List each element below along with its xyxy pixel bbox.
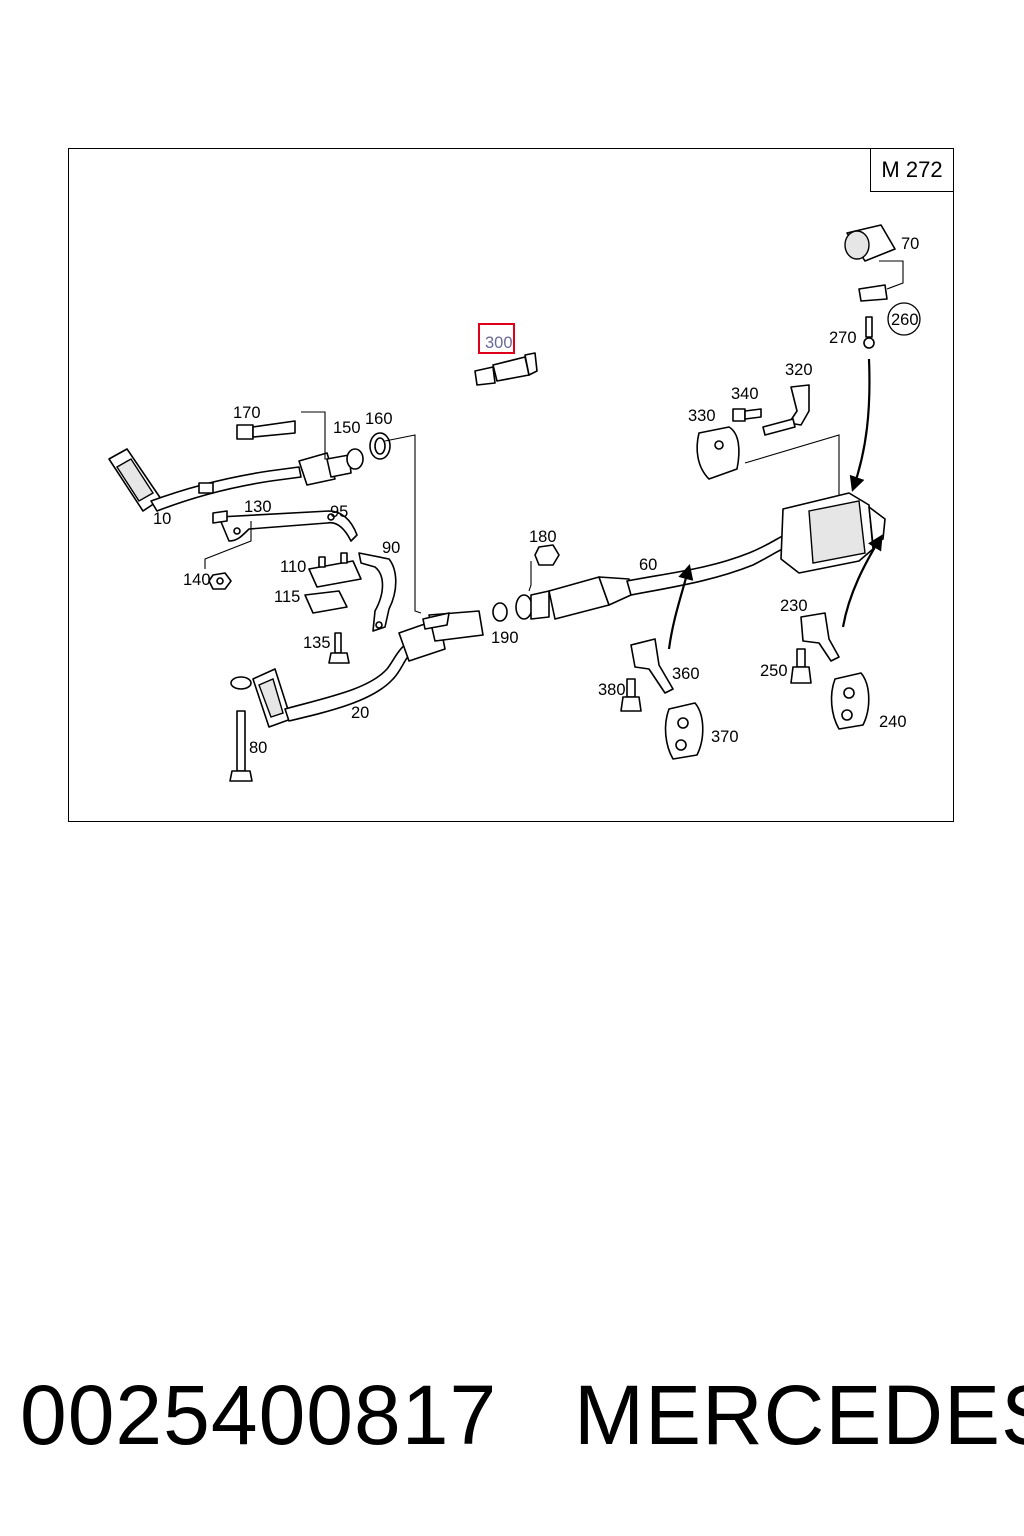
rear-silencer[interactable] <box>780 492 886 574</box>
bolt-250[interactable] <box>790 648 812 684</box>
exhaust-system-drawing: 10 20 60 70 80 90 95 110 115 130 135 140… <box>108 224 921 782</box>
callout-370: 370 <box>711 728 739 746</box>
callout-140: 140 <box>183 571 211 589</box>
bolt-135[interactable] <box>328 632 350 664</box>
callout-60: 60 <box>639 556 657 574</box>
part-number: 0025400817 <box>20 1368 498 1462</box>
callout-95: 95 <box>330 503 348 521</box>
front-pipe-20[interactable] <box>252 610 484 728</box>
callout-160: 160 <box>365 410 393 428</box>
callout-circle-260 <box>887 302 921 336</box>
middle-pipe-60[interactable] <box>515 534 788 620</box>
callout-240: 240 <box>879 713 907 731</box>
bracket-230[interactable] <box>800 612 840 662</box>
hanger-240[interactable] <box>830 672 870 730</box>
callout-300: 300 <box>485 334 513 352</box>
oxygen-sensor-300[interactable] <box>474 352 538 386</box>
callout-150: 150 <box>333 419 361 437</box>
callout-110: 110 <box>280 558 306 576</box>
callout-330: 330 <box>688 407 716 425</box>
hanger-370[interactable] <box>664 702 704 760</box>
callout-320: 320 <box>785 361 813 379</box>
callout-260: 260 <box>891 311 919 329</box>
screw-270[interactable] <box>863 316 875 349</box>
nut-180[interactable] <box>534 544 560 566</box>
callout-90: 90 <box>382 539 400 557</box>
callout-80: 80 <box>249 739 267 757</box>
brand-name: MERCEDES <box>574 1368 1024 1462</box>
tailpipe-trim-70[interactable] <box>844 224 896 262</box>
callout-135: 135 <box>303 634 331 652</box>
callout-20: 20 <box>351 704 369 722</box>
callout-70: 70 <box>901 235 919 253</box>
leader-lines <box>204 260 904 614</box>
flange-190[interactable] <box>492 602 508 622</box>
callout-230: 230 <box>780 597 808 615</box>
callout-190: 190 <box>491 629 519 647</box>
nut-140[interactable] <box>208 572 232 590</box>
callout-340: 340 <box>731 385 759 403</box>
callout-180: 180 <box>529 528 557 546</box>
ring-150[interactable] <box>346 448 364 470</box>
highlight-box <box>478 323 515 354</box>
engine-code-label: M 272 <box>870 148 954 192</box>
clip-260-part[interactable] <box>858 284 888 302</box>
hanger-330[interactable] <box>696 426 740 480</box>
mount-110[interactable] <box>308 552 362 588</box>
bolt-380[interactable] <box>620 678 642 712</box>
caption-bar: 0025400817 MERCEDES <box>0 1360 1024 1470</box>
front-pipe-10[interactable] <box>108 448 352 512</box>
callout-360: 360 <box>672 665 700 683</box>
parts-diagram: 10 20 60 70 80 90 95 110 115 130 135 140… <box>68 148 954 822</box>
assembly-arrows <box>667 358 883 650</box>
bracket-360[interactable] <box>630 638 674 694</box>
callout-170: 170 <box>233 404 261 422</box>
callout-270: 270 <box>829 329 857 347</box>
callout-10: 10 <box>153 510 171 528</box>
bolt-80[interactable] <box>229 676 253 782</box>
bolt-170[interactable] <box>236 420 296 440</box>
callout-380: 380 <box>598 681 626 699</box>
screw-340[interactable] <box>732 408 762 422</box>
callout-115: 115 <box>274 588 300 606</box>
callout-250: 250 <box>760 662 788 680</box>
bracket-95[interactable] <box>212 510 358 542</box>
bracket-90[interactable] <box>358 552 397 632</box>
bracket-320[interactable] <box>762 384 810 436</box>
callout-130: 130 <box>244 498 272 516</box>
plate-115[interactable] <box>304 590 348 614</box>
